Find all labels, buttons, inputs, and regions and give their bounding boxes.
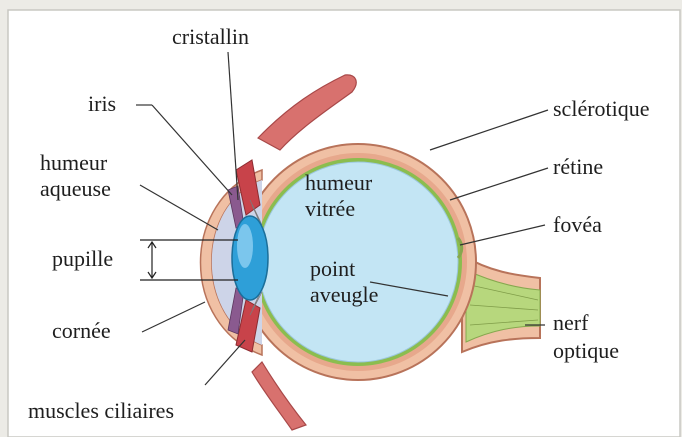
label-humeur-vitree-line1: humeur — [305, 170, 373, 195]
label-nerf-optique-line2: optique — [553, 338, 619, 363]
label-humeur-vitree-line2: vitrée — [305, 196, 355, 221]
label-nerf-optique-line1: nerf — [553, 310, 589, 335]
label-cristallin: cristallin — [172, 24, 249, 49]
label-pupille: pupille — [52, 246, 113, 271]
label-point-aveugle-line2: aveugle — [310, 282, 378, 307]
label-fovea: fovéa — [553, 212, 602, 237]
label-retine: rétine — [553, 154, 603, 179]
label-iris: iris — [88, 91, 116, 116]
label-point-aveugle-line1: point — [310, 256, 355, 281]
label-sclerotique: sclérotique — [553, 96, 650, 121]
label-humeur-aqueuse-line2: aqueuse — [40, 176, 111, 201]
label-cornee: cornée — [52, 318, 111, 343]
label-muscles-ciliaires: muscles ciliaires — [28, 398, 174, 423]
lens-highlight — [237, 224, 253, 268]
label-humeur-aqueuse-line1: humeur — [40, 150, 108, 175]
